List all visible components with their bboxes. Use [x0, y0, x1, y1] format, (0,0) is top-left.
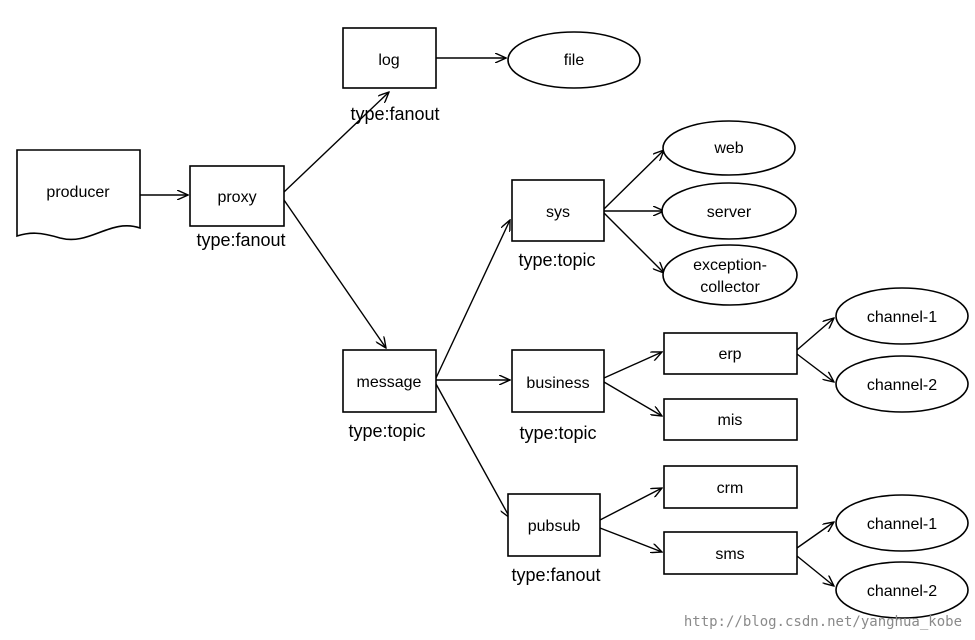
- watermark-url: http://blog.csdn.net/yanghua_kobe: [684, 614, 962, 630]
- message-box: [342, 349, 437, 413]
- sys-label: sys: [546, 204, 570, 221]
- mis-label: mis: [718, 412, 743, 429]
- log-type-label: type:fanout: [350, 104, 439, 124]
- erp-channel-1-label: channel-1: [867, 309, 937, 326]
- node-producer: producer: [16, 149, 141, 241]
- file-label: file: [564, 52, 585, 69]
- node-sys: sys type:topic: [511, 179, 605, 270]
- edge-message-sys: [435, 220, 510, 379]
- server-ellipse: [661, 182, 797, 240]
- sms-box: [663, 531, 798, 575]
- node-mis: mis: [663, 398, 798, 441]
- edge-message-pubsub: [435, 383, 510, 518]
- edge-pubsub-sms: [599, 527, 662, 552]
- erp-channel-2-ellipse: [835, 355, 969, 413]
- producer-document-shape: [16, 149, 141, 241]
- pubsub-label: pubsub: [528, 518, 581, 535]
- message-label: message: [357, 374, 422, 391]
- erp-box: [663, 332, 798, 375]
- edge-erp-channel-2: [796, 353, 834, 382]
- message-type-label: type:topic: [348, 421, 425, 441]
- node-sms-channel-1: channel-1: [835, 494, 969, 552]
- crm-box: [663, 465, 798, 509]
- web-label: web: [713, 140, 743, 157]
- edge-proxy-message: [283, 199, 386, 348]
- node-pubsub: pubsub type:fanout: [507, 493, 601, 585]
- sms-channel-1-ellipse: [835, 494, 969, 552]
- log-box: [342, 27, 437, 89]
- proxy-box: [189, 165, 285, 227]
- node-file: file: [507, 31, 641, 89]
- edges: [140, 58, 834, 586]
- node-crm: crm: [663, 465, 798, 509]
- producer-label: producer: [46, 184, 110, 201]
- sms-label: sms: [715, 546, 744, 563]
- business-label: business: [526, 375, 589, 392]
- node-erp: erp: [663, 332, 798, 375]
- sms-channel-1-label: channel-1: [867, 516, 937, 533]
- edge-sys-exception-collector: [603, 212, 664, 273]
- sms-channel-2-ellipse: [835, 561, 969, 619]
- business-box: [511, 349, 605, 413]
- node-sms-channel-2: channel-2: [835, 561, 969, 619]
- crm-label: crm: [717, 480, 744, 497]
- erp-label: erp: [718, 346, 741, 363]
- edge-proxy-log: [283, 92, 389, 193]
- pubsub-type-label: type:fanout: [511, 565, 600, 585]
- proxy-type-label: type:fanout: [196, 230, 285, 250]
- node-server: server: [661, 182, 797, 240]
- edge-sys-web: [603, 150, 664, 210]
- mis-box: [663, 398, 798, 441]
- server-label: server: [707, 204, 752, 221]
- exception-collector-label-line1: exception-: [693, 257, 767, 274]
- business-type-label: type:topic: [519, 423, 596, 443]
- edge-business-mis: [603, 381, 662, 416]
- node-sms: sms: [663, 531, 798, 575]
- sys-type-label: type:topic: [518, 250, 595, 270]
- node-web: web: [662, 120, 796, 176]
- sms-channel-2-label: channel-2: [867, 583, 937, 600]
- node-erp-channel-1: channel-1: [835, 287, 969, 345]
- node-business: business type:topic: [511, 349, 605, 443]
- sys-box: [511, 179, 605, 242]
- log-label: log: [378, 52, 399, 69]
- edge-pubsub-crm: [599, 488, 662, 521]
- edge-sms-channel-2: [796, 555, 834, 586]
- node-message: message type:topic: [342, 349, 437, 441]
- node-log: log type:fanout: [342, 27, 440, 124]
- edge-erp-channel-1: [796, 318, 834, 351]
- web-ellipse: [662, 120, 796, 176]
- proxy-label: proxy: [217, 189, 256, 206]
- erp-channel-2-label: channel-2: [867, 377, 937, 394]
- edge-business-erp: [603, 352, 662, 379]
- node-erp-channel-2: channel-2: [835, 355, 969, 413]
- node-proxy: proxy type:fanout: [189, 165, 286, 250]
- edge-sms-channel-1: [796, 522, 834, 549]
- node-exception-collector: exception- collector: [662, 244, 798, 306]
- exception-collector-label-line2: collector: [700, 279, 760, 296]
- pubsub-box: [507, 493, 601, 557]
- erp-channel-1-ellipse: [835, 287, 969, 345]
- file-ellipse: [507, 31, 641, 89]
- exception-collector-ellipse: [662, 244, 798, 306]
